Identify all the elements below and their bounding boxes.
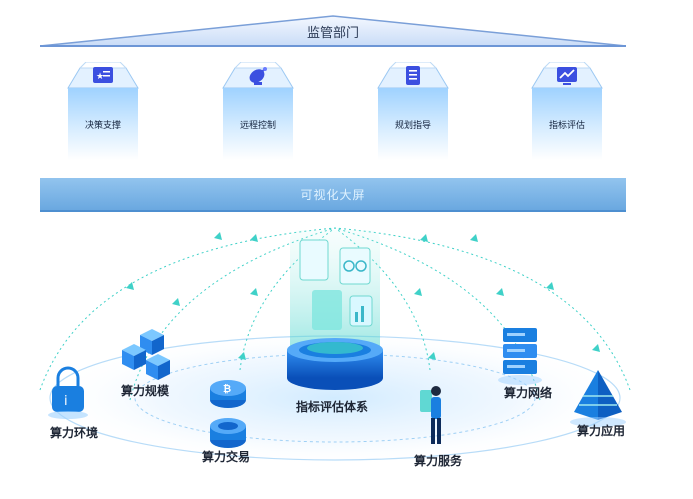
roof: 监管部门 [39,14,627,50]
pillar-planning[interactable]: 规划指导 [374,62,452,162]
pillar-label: 远程控制 [239,121,276,131]
trend-chart-icon [555,64,579,88]
arc-arrows [126,232,600,360]
pillar-label: 决策支撑 [84,121,121,131]
banner-title: 可视化大屏 [300,188,366,202]
lock-info-icon[interactable]: i [48,366,88,419]
node-label-environment: 算力环境 [50,426,99,440]
svg-text:★: ★ [96,72,104,82]
satellite-dish-icon [246,64,270,88]
server-rack-icon[interactable] [498,328,542,385]
platform-glow [40,330,630,466]
svg-text:i: i [64,394,68,409]
pillar-decision[interactable]: ★ 决策支撑 [64,62,142,162]
supervision-title: 监管部门 [306,26,359,41]
center-hologram [290,230,380,360]
pillar-label: 规划指导 [394,121,431,131]
platform-ring-inner [134,353,536,443]
person-screen-icon[interactable] [420,386,441,444]
node-label-application: 算力应用 [577,424,626,438]
compute-ecosystem-scene: i ₿ [39,227,631,466]
node-label-network: 算力网络 [504,386,553,400]
pyramid-icon[interactable] [570,370,626,427]
pillar-label: 指标评估 [548,121,585,131]
roof-shape [39,15,627,47]
node-label-service: 算力服务 [414,454,463,468]
server-cubes-icon[interactable] [122,329,170,380]
pillar-indicator-eval[interactable]: 指标评估 [528,62,606,162]
visual-screen-banner: 可视化大屏 [40,178,626,212]
bitcoin-coin-icon[interactable]: ₿ [210,380,246,448]
document-list-icon [401,64,425,88]
decision-card-icon: ★ [91,64,115,88]
node-label-trading: 算力交易 [202,450,251,464]
pillar-remote-control[interactable]: 远程控制 [219,62,297,162]
center-base-cylinder [287,338,383,390]
node-label-scale: 算力规模 [121,384,170,398]
center-label: 指标评估体系 [296,400,369,414]
svg-text:₿: ₿ [223,383,231,395]
